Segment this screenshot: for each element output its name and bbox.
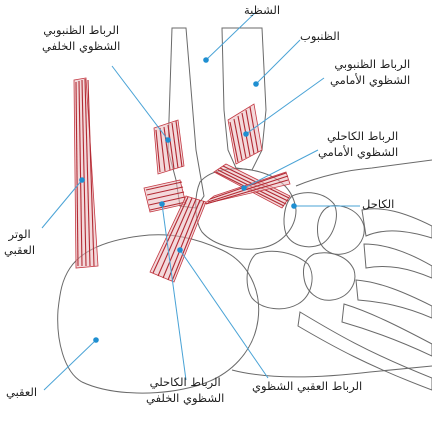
leader-fibula [206,12,256,60]
label-anterior-talofibular-line-1: الرباط الكاحلي [318,128,398,144]
label-talus: الكاحل [362,196,394,212]
label-posterior-talofibular-line-2: الشظوي الخلفي [146,390,224,406]
label-posterior-tibiofibular-line-1: الرباط الظنبوبي [42,22,120,38]
marker-dot-fibula [203,57,209,63]
fibula-bone [168,28,204,208]
label-calcaneofibular-text: الرباط العقبي الشظوي [252,378,362,394]
marker-dot-achilles [79,177,85,183]
label-anterior-talofibular: الرباط الكاحلي الشظوي الأمامي [318,128,398,160]
label-tibia-text: الظنبوب [300,28,340,44]
label-calcaneus-text: العقبي [6,384,37,400]
label-posterior-talofibular-line-1: الرباط الكاحلي [146,374,224,390]
leader-calcaneus [44,340,96,390]
label-fibula: الشظية [244,2,280,18]
label-talus-text: الكاحل [362,196,394,212]
leader-calcaneofibular [180,250,268,378]
label-achilles-tendon: الوتر العقبي [4,226,35,258]
label-posterior-talofibular: الرباط الكاحلي الشظوي الخلفي [146,374,224,406]
label-anterior-tibiofibular: الرباط الظنبوبي الشظوي الأمامي [330,56,410,88]
label-anterior-talofibular-line-2: الشظوي الأمامي [318,144,398,160]
label-tibia: الظنبوب [300,28,340,44]
cuneiform-bone [303,253,354,300]
label-calcaneofibular: الرباط العقبي الشظوي [252,378,362,394]
marker-dot-posterior-tibiofibular [165,137,171,143]
metatarsal-bone [362,209,432,238]
achilles-tendon [74,78,98,268]
marker-dot-calcaneus [93,337,99,343]
metatarsal-bone [364,244,432,278]
marker-dot-talus [291,203,297,209]
marker-dot-posterior-talofibular [159,201,165,207]
label-anterior-tibiofibular-line-2: الشظوي الأمامي [330,72,410,88]
label-anterior-tibiofibular-line-1: الرباط الظنبوبي [330,56,410,72]
marker-dot-tibia [253,81,259,87]
navicular-bone [284,193,336,247]
dorsum-outline [296,160,432,186]
label-calcaneus: العقبي [6,384,37,400]
label-fibula-text: الشظية [244,2,280,18]
metatarsal-bone [342,304,432,356]
posterior-talofibular-ligament [144,180,186,212]
marker-dot-anterior-talofibular [241,185,247,191]
cuneiform-bone [318,206,365,255]
label-achilles-line-1: الوتر [4,226,35,242]
marker-dot-anterior-tibiofibular [243,131,249,137]
marker-dot-calcaneofibular [177,247,183,253]
label-posterior-tibiofibular-line-2: الشظوي الخلفي [42,38,120,54]
leader-anterior-tibiofibular [246,78,324,134]
sole-outline [232,366,432,377]
leader-posterior-tibiofibular [112,66,168,140]
label-posterior-tibiofibular: الرباط الظنبوبي الشظوي الخلفي [42,22,120,54]
cuboid-bone [247,251,312,309]
label-achilles-line-2: العقبي [4,242,35,258]
